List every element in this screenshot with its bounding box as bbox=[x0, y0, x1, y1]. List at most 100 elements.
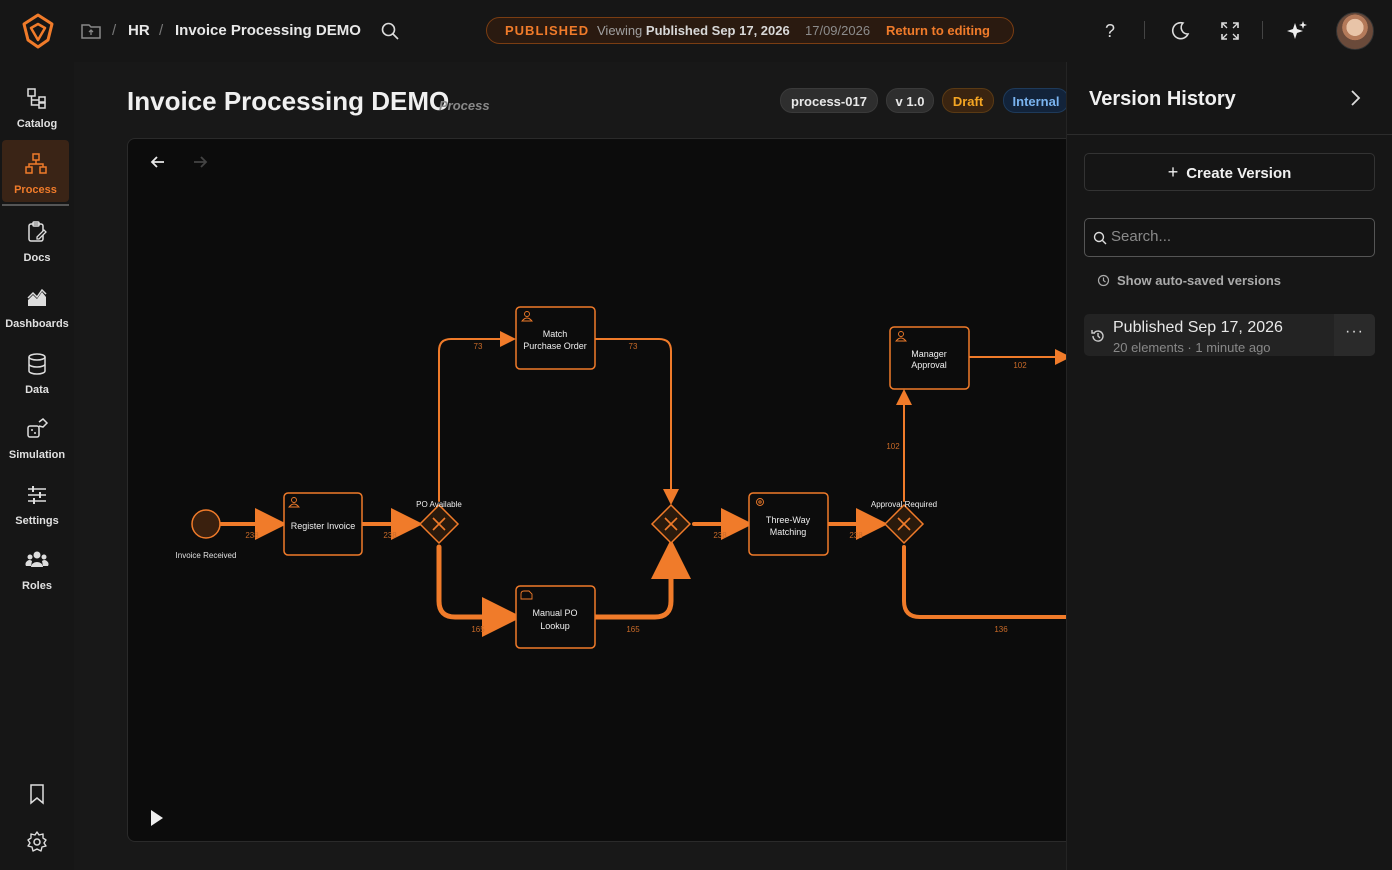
data-icon bbox=[28, 353, 46, 375]
sidebar-item-simulation[interactable]: Simulation bbox=[0, 405, 74, 467]
published-banner: PUBLISHED Viewing Published Sep 17, 2026… bbox=[486, 17, 1014, 44]
breadcrumb-current[interactable]: Invoice Processing DEMO bbox=[175, 22, 361, 39]
history-icon bbox=[1091, 330, 1104, 342]
top-bar: / HR / Invoice Processing DEMO PUBLISHED… bbox=[0, 0, 1392, 62]
user-task-icon bbox=[288, 497, 300, 508]
sidebar-item-dashboards[interactable]: Dashboards bbox=[0, 274, 74, 336]
task-label: Approval bbox=[911, 360, 947, 370]
flow-gw1-manual[interactable] bbox=[436, 544, 522, 637]
search-input[interactable] bbox=[1111, 228, 1361, 245]
flow-count-label: 73 bbox=[474, 342, 483, 351]
flow-count-label: 165 bbox=[471, 625, 485, 634]
undo-arrow-icon[interactable] bbox=[148, 152, 168, 172]
chevron-right-icon[interactable] bbox=[1343, 86, 1367, 110]
show-autosaved-toggle[interactable]: Show auto-saved versions bbox=[1117, 273, 1281, 288]
more-options-icon[interactable]: ··· bbox=[1334, 314, 1375, 356]
gateway-approval-required[interactable]: Approval Required bbox=[871, 500, 937, 545]
manual-task-icon bbox=[520, 590, 533, 600]
task-label: Matching bbox=[770, 527, 807, 537]
sidebar: Catalog Process Docs Dashboards Data bbox=[0, 62, 74, 870]
process-icon bbox=[25, 153, 47, 174]
redo-arrow-icon[interactable] bbox=[190, 152, 210, 172]
fullscreen-icon[interactable] bbox=[1218, 19, 1242, 43]
flow-count-label: 238 bbox=[245, 531, 259, 540]
sidebar-item-docs[interactable]: Docs bbox=[0, 208, 74, 270]
sidebar-item-data[interactable]: Data bbox=[0, 340, 74, 402]
task-label: Purchase Order bbox=[523, 341, 587, 351]
plus-icon: + bbox=[1167, 162, 1179, 182]
panel-title: Version History bbox=[1089, 88, 1236, 110]
sidebar-item-label: Settings bbox=[15, 515, 59, 527]
folder-icon[interactable] bbox=[80, 21, 102, 41]
flow-gw1-match[interactable] bbox=[438, 331, 516, 502]
flow-count-label: 238 bbox=[849, 531, 863, 540]
user-task-icon bbox=[895, 331, 907, 342]
create-version-label: Create Version bbox=[1186, 165, 1292, 182]
page-type-label: Process bbox=[439, 98, 490, 113]
flow-count-label: 136 bbox=[994, 625, 1008, 634]
version-badge: v 1.0 bbox=[886, 88, 934, 113]
task-label: Lookup bbox=[540, 621, 570, 631]
sidebar-item-label: Dashboards bbox=[5, 318, 69, 330]
version-search[interactable] bbox=[1084, 218, 1375, 257]
viewing-text: Viewing Published Sep 17, 2026 bbox=[597, 23, 790, 38]
breadcrumb-separator: / bbox=[112, 22, 117, 39]
avatar[interactable] bbox=[1336, 12, 1374, 50]
help-icon[interactable]: ? bbox=[1104, 21, 1115, 41]
flow-manual-gw2[interactable] bbox=[592, 539, 691, 620]
draft-badge: Draft bbox=[942, 88, 994, 113]
user-task-icon bbox=[521, 311, 533, 322]
task-manual-po-lookup[interactable]: Manual PO Lookup bbox=[515, 585, 596, 649]
sparkle-icon[interactable] bbox=[1285, 19, 1309, 43]
gateway-merge[interactable] bbox=[650, 503, 692, 545]
sidebar-item-label: Data bbox=[25, 384, 49, 396]
published-date: 17/09/2026 bbox=[805, 23, 871, 38]
task-match-purchase-order[interactable]: Match Purchase Order bbox=[515, 306, 596, 370]
sidebar-item-catalog[interactable]: Catalog bbox=[0, 74, 74, 136]
settings-sliders-icon bbox=[28, 486, 46, 504]
sidebar-item-process[interactable]: Process bbox=[2, 140, 69, 206]
moon-icon[interactable] bbox=[1168, 19, 1192, 43]
flow-count-label: 102 bbox=[886, 442, 900, 451]
history-icon bbox=[1097, 274, 1110, 287]
bookmark-icon[interactable] bbox=[25, 782, 49, 806]
gateway-po-available[interactable]: PO Available bbox=[416, 500, 462, 545]
flow-match-gw2[interactable] bbox=[594, 338, 679, 505]
task-label: Manager bbox=[911, 349, 947, 359]
divider bbox=[1067, 134, 1392, 135]
sidebar-item-label: Docs bbox=[23, 252, 51, 264]
flow-gw3-out[interactable] bbox=[902, 545, 1073, 619]
sidebar-item-label: Simulation bbox=[8, 449, 66, 461]
version-history-panel: Version History + Create Version Show aut… bbox=[1066, 62, 1392, 870]
return-to-editing-link[interactable]: Return to editing bbox=[886, 23, 990, 38]
sidebar-item-label: Process bbox=[14, 184, 57, 196]
start-event-label: Invoice Received bbox=[176, 551, 237, 560]
catalog-icon bbox=[27, 88, 46, 109]
flow-count-label: 73 bbox=[629, 342, 638, 351]
version-subtitle: 20 elements · 1 minute ago bbox=[1113, 340, 1271, 355]
task-label: Register Invoice bbox=[291, 521, 356, 531]
task-manager-approval[interactable]: Manager Approval bbox=[889, 326, 970, 390]
task-three-way-matching[interactable]: Three-Way Matching bbox=[748, 492, 829, 556]
sidebar-item-roles[interactable]: Roles bbox=[0, 536, 74, 598]
internal-badge: Internal bbox=[1003, 88, 1069, 113]
version-list-item[interactable]: Published Sep 17, 2026 20 elements · 1 m… bbox=[1084, 314, 1375, 356]
play-icon[interactable] bbox=[149, 808, 165, 828]
flow-count-label: 238 bbox=[383, 531, 397, 540]
app-logo-icon[interactable] bbox=[20, 12, 56, 50]
service-task-icon bbox=[756, 498, 764, 506]
process-canvas[interactable]: 238 238 73 73 165 165 238 238 102 102 13… bbox=[127, 138, 1087, 842]
breadcrumb-hr[interactable]: HR bbox=[128, 22, 150, 39]
docs-icon bbox=[28, 221, 47, 242]
start-event[interactable] bbox=[191, 509, 221, 539]
sidebar-item-label: Catalog bbox=[16, 118, 58, 130]
gear-icon[interactable] bbox=[25, 830, 49, 854]
version-title: Published Sep 17, 2026 bbox=[1113, 319, 1283, 336]
sidebar-item-settings[interactable]: Settings bbox=[0, 471, 74, 533]
flow-count-label: 102 bbox=[1013, 361, 1027, 370]
search-icon[interactable] bbox=[380, 21, 400, 41]
task-register-invoice[interactable]: Register Invoice bbox=[283, 492, 363, 556]
process-diagram[interactable]: 238 238 73 73 165 165 238 238 102 102 13… bbox=[128, 139, 1087, 842]
create-version-button[interactable]: + Create Version bbox=[1084, 153, 1375, 191]
gateway-label: PO Available bbox=[416, 500, 462, 509]
